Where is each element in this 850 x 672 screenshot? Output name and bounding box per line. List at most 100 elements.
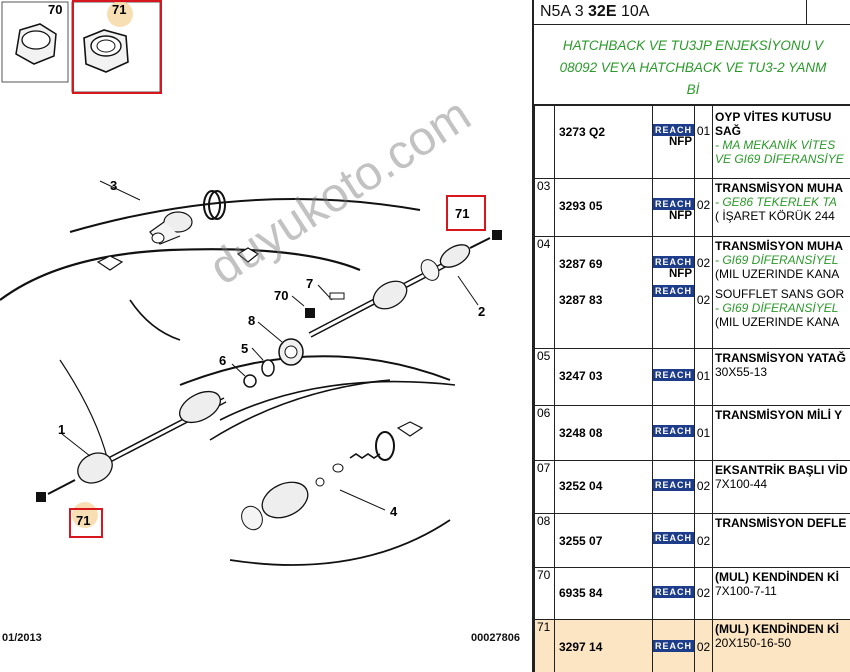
driveshaft-left-1[interactable] (36, 385, 227, 502)
row-desc-cell: TRANSMİSYON YATAĞ 30X55-13 (712, 348, 850, 406)
quantity: 02 (696, 534, 711, 548)
row-index: 04 (534, 236, 555, 349)
label-71-thumb: 71 (112, 2, 127, 17)
label-71-left: 71 (76, 513, 91, 528)
quantity: 02 (696, 640, 711, 654)
row-mark-cell: REACH (652, 567, 695, 620)
callout-box-71-left (69, 508, 103, 538)
row-mark-cell: REACH (652, 348, 695, 406)
row-index: 05 (534, 348, 555, 406)
part-condition: - GI69 DİFERANSİYEL (715, 301, 839, 315)
row-index: 08 (534, 513, 555, 568)
row-index: 03 (534, 178, 555, 237)
reach-badge: REACH (653, 640, 695, 652)
bearing-8[interactable] (257, 321, 304, 366)
boot-kit-3[interactable] (96, 180, 260, 271)
part-number[interactable]: 3287 69 (559, 257, 603, 271)
row-ref-cell: 3273 Q2 (554, 105, 653, 179)
reach-badge: REACH (653, 479, 695, 491)
part-title: (MUL) KENDİNDEN Kİ (715, 570, 839, 584)
table-row[interactable]: 06 3248 08 REACH 01 TRANSMİSYON MİLİ Y (534, 405, 850, 461)
driveshaft-right-2[interactable] (308, 230, 502, 338)
part-number[interactable]: 3297 14 (559, 640, 603, 654)
table-row-highlighted[interactable]: 71 3297 14 REACH 02 (MUL) KENDİNDEN Kİ 2… (534, 619, 850, 672)
nfp-label: NFP (669, 136, 692, 148)
nut-thumbnail-71[interactable] (71, 1, 161, 93)
header-suffix: 10A (616, 3, 650, 20)
row-mark-cell: REACH (652, 619, 695, 672)
nut-thumbnail-70[interactable] (1, 1, 69, 83)
nfp-label: NFP (669, 210, 692, 222)
quantity: 02 (696, 198, 711, 212)
label-3: 3 (110, 178, 118, 193)
label-7: 7 (306, 276, 314, 291)
label-2: 2 (478, 304, 486, 319)
footer-code: 00027806 (471, 632, 520, 644)
part-line: 7X100-7-11 (715, 584, 777, 598)
row-ref-cell: 3293 05 (554, 178, 653, 237)
part-title: TRANSMİSYON MİLİ Y (715, 408, 843, 422)
part-number[interactable]: 3293 05 (559, 199, 603, 213)
part-title-alt: SOUFFLET SANS GOR (715, 287, 845, 301)
part-number[interactable]: 3255 07 (559, 534, 603, 548)
row-qty-cell: 01 (694, 105, 713, 179)
row-ref-cell: 3252 04 (554, 460, 653, 514)
header-divider (806, 0, 807, 24)
table-row[interactable]: 05 3247 03 REACH 01 TRANSMİSYON YATAĞ 30… (534, 348, 850, 406)
joint-kit-4[interactable] (238, 421, 424, 533)
bolt-7[interactable] (291, 284, 345, 318)
part-number[interactable]: 3252 04 (559, 479, 603, 493)
nfp-label: NFP (669, 268, 692, 280)
row-index: 07 (534, 460, 555, 514)
seal-ring-5[interactable] (251, 347, 275, 377)
row-index: 06 (534, 405, 555, 461)
note-line-1: HATCHBACK VE TU3JP ENJEKSİYONU V (562, 38, 824, 53)
part-number[interactable]: 6935 84 (559, 586, 603, 600)
row-ref-cell: 6935 84 (554, 567, 653, 620)
row-mark-cell: REACH (652, 513, 695, 568)
reach-badge: REACH (653, 285, 695, 297)
row-ref-cell: 3248 08 (554, 405, 653, 461)
callout-box-71-top (72, 0, 162, 94)
row-desc-cell: TRANSMİSYON MİLİ Y (712, 405, 850, 461)
parts-panel: N5A 3 32E 10A HATCHBACK VE TU3JP ENJEKSİ… (532, 0, 850, 672)
quantity: 02 (696, 256, 711, 270)
table-row[interactable]: 70 6935 84 REACH 02 (MUL) KENDİNDEN Kİ 7… (534, 567, 850, 620)
part-number[interactable]: 3287 83 (559, 293, 603, 307)
part-line: SAĞ (715, 124, 742, 138)
label-8: 8 (248, 313, 256, 328)
part-number[interactable]: 3273 Q2 (559, 125, 606, 139)
quantity: 02 (696, 479, 711, 493)
row-qty-cell: 02 (694, 619, 713, 672)
table-row[interactable]: 07 3252 04 REACH 02 EKSANTRİK BAŞLI VİD … (534, 460, 850, 514)
row-desc-cell: (MUL) KENDİNDEN Kİ 7X100-7-11 (712, 567, 850, 620)
table-row[interactable]: 04 3287 69 3287 83 REACH NFP REACH 02 02… (534, 236, 850, 349)
header-bold: 32E (588, 3, 617, 20)
table-row[interactable]: 08 3255 07 REACH 02 TRANSMİSYON DEFLE (534, 513, 850, 568)
part-condition: VE GI69 DİFERANSİYE (715, 152, 844, 166)
reach-badge: REACH (653, 425, 695, 437)
row-qty-cell: 01 (694, 348, 713, 406)
note-line-2: 08092 VEYA HATCHBACK VE TU3-2 YANM (559, 60, 827, 75)
row-mark-cell: REACH (652, 460, 695, 514)
callout-box-71-right (446, 195, 486, 231)
label-70: 70 (274, 288, 289, 303)
row-qty-cell: 02 (694, 513, 713, 568)
application-note: HATCHBACK VE TU3JP ENJEKSİYONU V 08092 V… (534, 25, 850, 105)
part-title: TRANSMİSYON DEFLE (715, 516, 847, 530)
driveshaft-drawing (0, 1, 502, 566)
part-line: 30X55-13 (715, 365, 768, 379)
quantity: 01 (696, 369, 711, 383)
spacer-6[interactable] (231, 363, 257, 388)
part-number[interactable]: 3248 08 (559, 426, 603, 440)
row-qty-cell: 02 (694, 567, 713, 620)
reach-badge: REACH (653, 124, 695, 136)
part-condition: - MA MEKANİK VİTES (715, 138, 836, 152)
row-index (534, 105, 555, 179)
part-number[interactable]: 3247 03 (559, 369, 603, 383)
label-6: 6 (219, 353, 227, 368)
reach-badge: REACH (653, 256, 695, 268)
